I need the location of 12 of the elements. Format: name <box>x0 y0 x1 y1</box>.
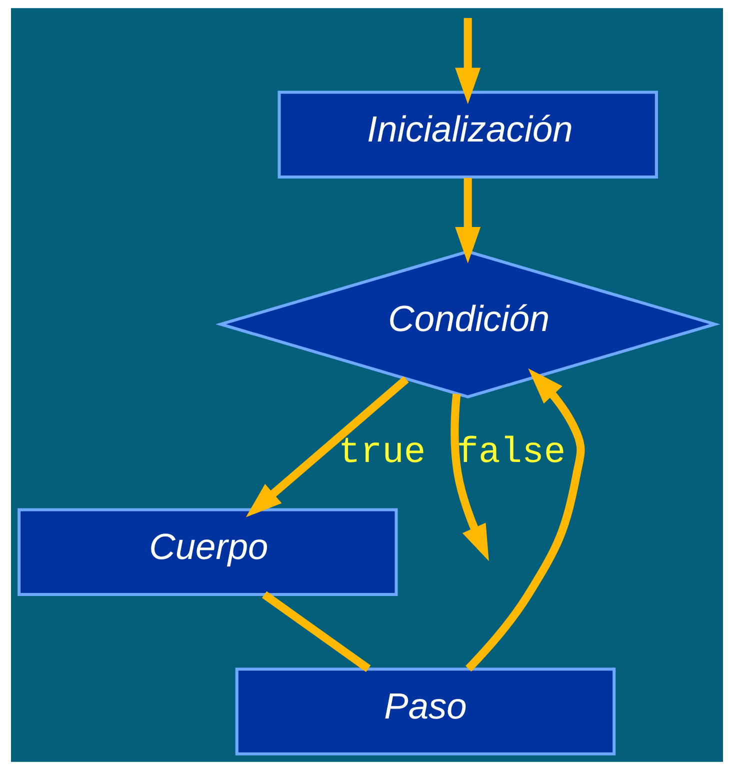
connector <box>261 591 370 672</box>
arrow <box>465 368 584 672</box>
arrow <box>454 18 480 104</box>
node-box: Paso <box>234 668 616 756</box>
node-box: Inicialización <box>277 90 658 178</box>
node-box: Cuerpo <box>17 508 398 596</box>
edge-label: false <box>456 432 566 474</box>
node-diamond: Condición <box>214 250 720 398</box>
arrow <box>454 178 480 264</box>
arrow <box>245 376 408 518</box>
edge-label: true <box>338 432 426 474</box>
arrow <box>450 394 488 562</box>
